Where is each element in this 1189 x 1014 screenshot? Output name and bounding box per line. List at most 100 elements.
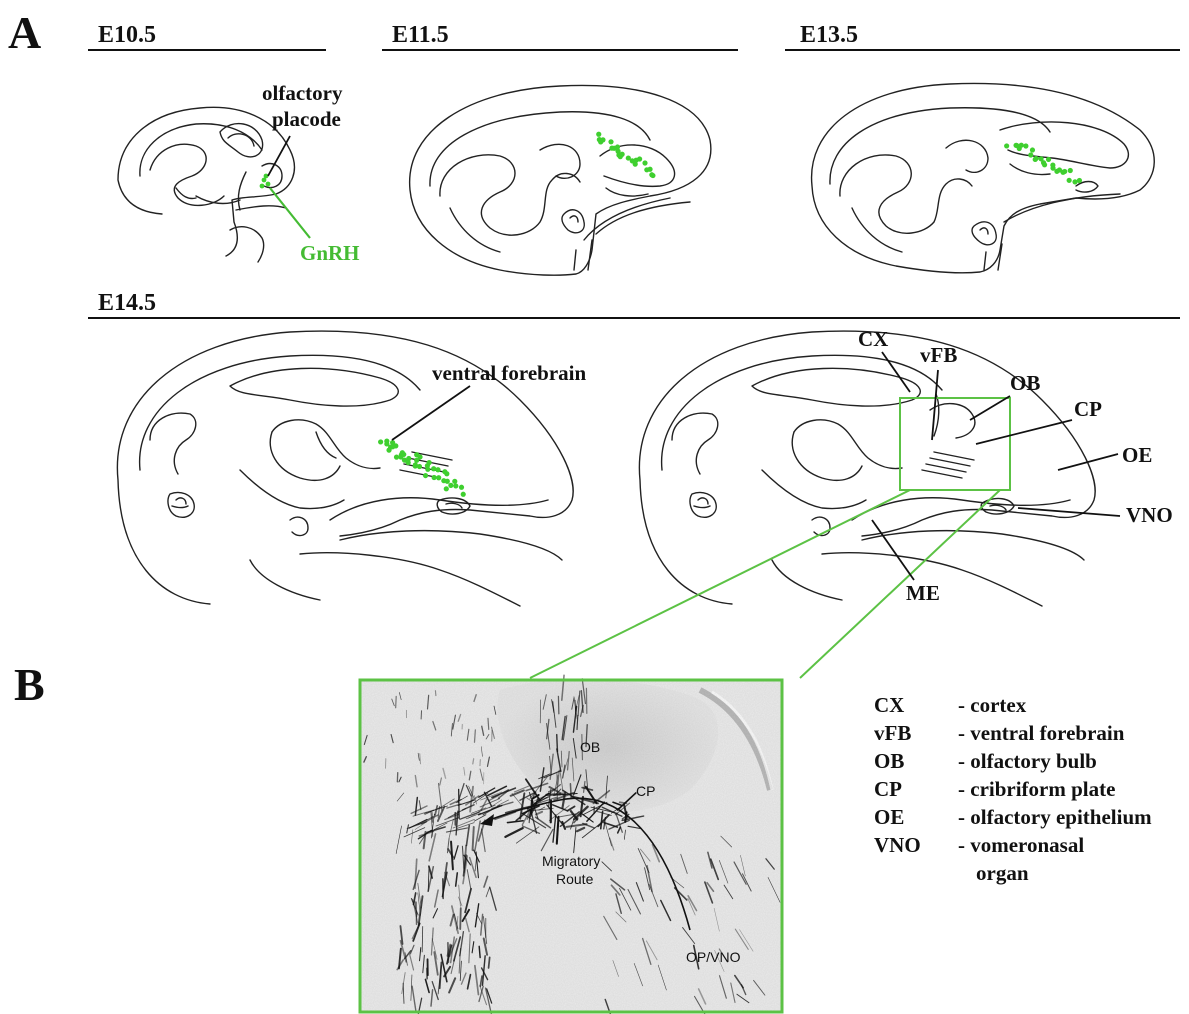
gnrh-cell-dot	[1077, 178, 1082, 183]
oe-leader-line	[1058, 454, 1118, 470]
me-leader-line	[872, 520, 914, 580]
legend-desc-ob: - olfactory bulb	[958, 749, 1097, 773]
gnrh-cell-dot	[642, 160, 647, 165]
gnrh-cell-dot	[390, 444, 395, 449]
legend-abbr-cp: CP	[874, 777, 902, 801]
legend-abbr-cx: CX	[874, 693, 904, 717]
gnrh-cell-dot	[423, 473, 428, 478]
legend-abbr-vno: VNO	[874, 833, 921, 857]
legend-desc-vno: - vomeronasal	[958, 833, 1084, 857]
stage-label-e14-5: E14.5	[98, 290, 156, 316]
ob-leader-line	[970, 396, 1010, 420]
legend-abbr-ob: OB	[874, 749, 904, 773]
photo-opvno-label: OP/VNO	[686, 949, 741, 965]
stage-label-e13-5: E13.5	[800, 22, 858, 48]
zoom-connector-left	[530, 490, 910, 678]
olfactory-placode-label-line2: placode	[272, 107, 341, 131]
gnrh-cell-dot	[620, 152, 625, 157]
gnrh-cell-dot	[431, 466, 436, 471]
gnrh-cell-dot	[1030, 147, 1035, 152]
gnrh-cell-dot	[436, 475, 441, 480]
photo-migratory-label-line2: Route	[556, 871, 594, 887]
me-label: ME	[906, 581, 940, 605]
gnrh-cell-dot	[1038, 156, 1043, 161]
oe-label: OE	[1122, 443, 1152, 467]
legend-abbr-oe: OE	[874, 805, 904, 829]
photo-cp-label: CP	[636, 783, 655, 799]
gnrh-cell-dot	[425, 467, 430, 472]
gnrh-cell-dot	[435, 467, 440, 472]
gnrh-cell-dot	[1033, 157, 1038, 162]
gnrh-cell-dot	[1023, 143, 1028, 148]
gnrh-cell-dot	[431, 475, 436, 480]
legend-desc-organ: organ	[976, 861, 1029, 885]
gnrh-cell-dot	[1028, 152, 1033, 157]
gnrh-cell-dot	[394, 455, 399, 460]
ventral-forebrain-label: ventral forebrain	[432, 361, 586, 385]
gnrh-cell-dot	[384, 439, 389, 444]
embryo-e13-5-drawing	[812, 83, 1155, 272]
gnrh-cell-dot	[442, 469, 447, 474]
cp-leader-line	[976, 420, 1072, 444]
gnrh-cell-dot	[596, 132, 601, 137]
gnrh-cell-dot	[378, 439, 383, 444]
gnrh-cell-dot	[600, 137, 605, 142]
gnrh-cell-dot	[1067, 178, 1072, 183]
gnrh-cell-dot	[1042, 162, 1047, 167]
panel-letter-b: B	[14, 659, 45, 710]
legend-abbr-vfb: vFB	[874, 721, 911, 745]
zoom-connector-right	[800, 490, 1000, 678]
gnrh-cell-dot	[1054, 169, 1059, 174]
ob-label: OB	[1010, 371, 1040, 395]
gnrh-cell-dot	[406, 460, 411, 465]
gnrh-cell-dot	[448, 483, 453, 488]
gnrh-cell-dot	[1004, 143, 1009, 148]
ventral-forebrain-leader-line	[392, 386, 470, 440]
cp-label: CP	[1074, 397, 1102, 421]
gnrh-cell-dot	[633, 162, 638, 167]
gnrh-cell-dot	[650, 173, 655, 178]
gnrh-cell-dot	[1072, 179, 1077, 184]
gnrh-cells-e13-5	[1004, 143, 1082, 185]
photo-migratory-label-line1: Migratory	[542, 853, 600, 869]
gnrh-label: GnRH	[300, 241, 360, 265]
gnrh-cell-dot	[1046, 157, 1051, 162]
gnrh-cell-dot	[445, 479, 450, 484]
gnrh-cells-e11-5	[596, 132, 655, 178]
gnrh-cell-dot	[1019, 143, 1024, 148]
vno-label: VNO	[1126, 503, 1173, 527]
gnrh-cell-dot	[444, 486, 449, 491]
legend-desc-vfb: - ventral forebrain	[958, 721, 1125, 745]
gnrh-cell-dot	[608, 139, 613, 144]
gnrh-cell-dot	[647, 167, 652, 172]
gnrh-cell-dot	[452, 479, 457, 484]
micrograph-photo: OB CP Migratory Route OP/VNO	[360, 675, 782, 1014]
cx-leader-line	[882, 352, 910, 392]
gnrh-cell-dot	[459, 485, 464, 490]
legend-desc-oe: - olfactory epithelium	[958, 805, 1152, 829]
vfb-label: vFB	[920, 343, 957, 367]
gnrh-cell-dot	[453, 483, 458, 488]
gnrh-cell-dot	[427, 460, 432, 465]
stage-label-e10-5: E10.5	[98, 22, 156, 48]
legend-desc-cx: - cortex	[958, 693, 1027, 717]
gnrh-leader-line	[270, 188, 310, 238]
photo-ob-label: OB	[580, 739, 600, 755]
stage-label-e11-5: E11.5	[392, 22, 449, 48]
abbreviation-legend: CX - cortex vFB - ventral forebrain OB -…	[874, 693, 1152, 885]
gnrh-cell-dot	[1068, 168, 1073, 173]
gnrh-cell-dot	[413, 463, 418, 468]
gnrh-cell-dot	[414, 458, 419, 463]
placode-leader-line	[268, 136, 290, 176]
olfactory-placode-label-line1: olfactory	[262, 81, 343, 105]
gnrh-cell-dot	[1050, 162, 1055, 167]
gnrh-cell-dot	[461, 492, 466, 497]
legend-desc-cp: - cribriform plate	[958, 777, 1115, 801]
embryo-e11-5-drawing	[410, 85, 711, 275]
panel-letter-a: A	[8, 7, 41, 58]
cx-label: CX	[858, 327, 888, 351]
gnrh-cell-dot	[1062, 169, 1067, 174]
gnrh-cell-dot	[401, 452, 406, 457]
gnrh-cell-dot	[637, 156, 642, 161]
